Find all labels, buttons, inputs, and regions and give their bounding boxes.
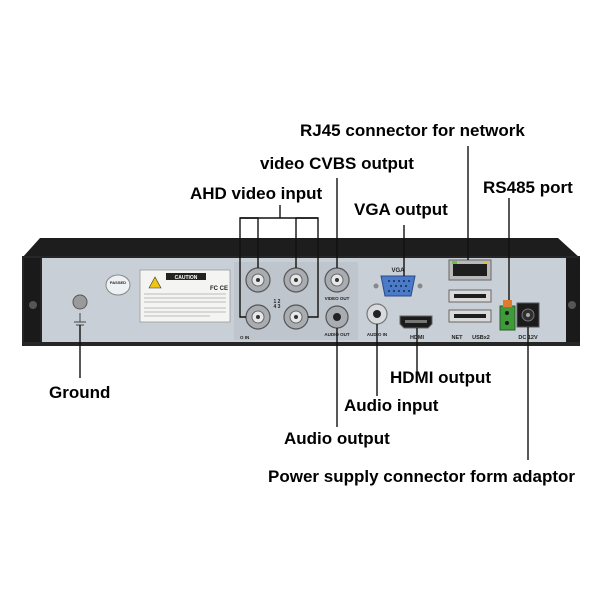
bnc-connectors (245, 267, 350, 330)
bnc-input-3 (283, 304, 309, 330)
video-out-label: VIDEO OUT (325, 296, 350, 301)
hdmi-callout: HDMI output (390, 368, 492, 387)
warning-icon (148, 276, 162, 289)
passed-label: PASSED (110, 280, 126, 285)
bnc-video-out (324, 267, 350, 293)
audio-in-jack (366, 303, 388, 325)
left-screw (29, 301, 37, 309)
net-label: NET (452, 335, 464, 341)
channel-labels-top: 1 2 (274, 299, 281, 305)
bnc-input-4 (245, 304, 271, 330)
left-ear (24, 258, 40, 342)
rs485-latch (503, 300, 512, 307)
ground-callout: Ground (49, 383, 111, 402)
caution-fine-print (144, 293, 226, 317)
rs485-terminal (499, 305, 516, 331)
ground-screw (72, 294, 88, 310)
audio-in-callout: Audio input (344, 396, 439, 415)
video-in-label: O IN (240, 335, 249, 340)
rs485-callout: RS485 port (483, 178, 573, 197)
audio-out-jack (325, 305, 349, 329)
caution-text: CAUTION (175, 275, 198, 281)
vga-pins (388, 280, 410, 292)
rj45-callout: RJ45 connector for network (300, 121, 525, 140)
right-screw (568, 301, 576, 309)
vga-port (380, 275, 416, 297)
vga-label: VGA (391, 268, 405, 274)
right-ear (566, 258, 580, 342)
passed-sticker (105, 274, 131, 296)
ahd-callout: AHD video input (190, 184, 323, 203)
channel-labels-bottom: 4 3 (274, 304, 281, 310)
usb-label: USBx2 (472, 335, 490, 341)
cvbs-callout: video CVBS output (260, 154, 414, 173)
audio-out-callout: Audio output (284, 429, 390, 448)
bnc-input-2 (283, 267, 309, 293)
vga-callout: VGA output (354, 200, 448, 219)
power-callout: Power supply connector form adaptor (268, 467, 575, 486)
leader-lines (79, 146, 529, 460)
bnc-input-1 (245, 267, 271, 293)
fcc-ce-mark: FC CE (210, 286, 228, 292)
